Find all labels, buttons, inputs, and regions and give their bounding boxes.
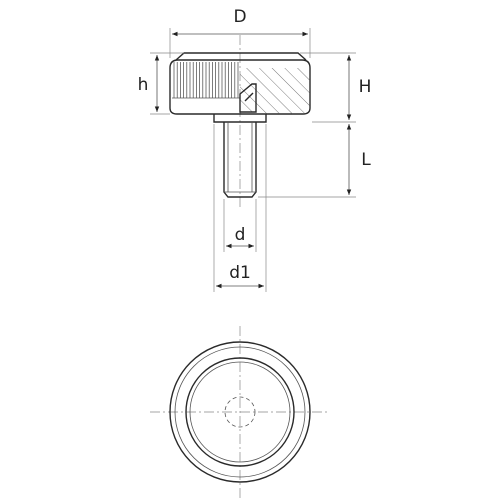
- chamfer-ring-inner: [189, 361, 291, 463]
- dim-D-label: D: [233, 7, 246, 27]
- knob-top-chamfer: [175, 52, 307, 61]
- insert-cavity: [239, 83, 257, 113]
- insert-step: [244, 92, 254, 102]
- screw-shank: [223, 122, 257, 198]
- section-hatch: [240, 68, 310, 114]
- screw-hole: [224, 396, 256, 428]
- outer-rim-inner: [174, 346, 306, 478]
- dim-H-label: H: [359, 77, 372, 97]
- chamfer-ring: [185, 357, 295, 467]
- top-view: [150, 326, 330, 498]
- dim-h-label: h: [138, 75, 149, 95]
- outer-rim: [169, 341, 311, 483]
- dim-L-label: L: [361, 150, 371, 170]
- knurl-pattern: [173, 62, 239, 98]
- shoulder: [213, 114, 267, 123]
- dimensions: D h H L d d1: [138, 7, 372, 292]
- side-view: [169, 35, 311, 210]
- dim-d-label: d: [235, 225, 246, 245]
- dim-d1-label: d1: [229, 263, 251, 283]
